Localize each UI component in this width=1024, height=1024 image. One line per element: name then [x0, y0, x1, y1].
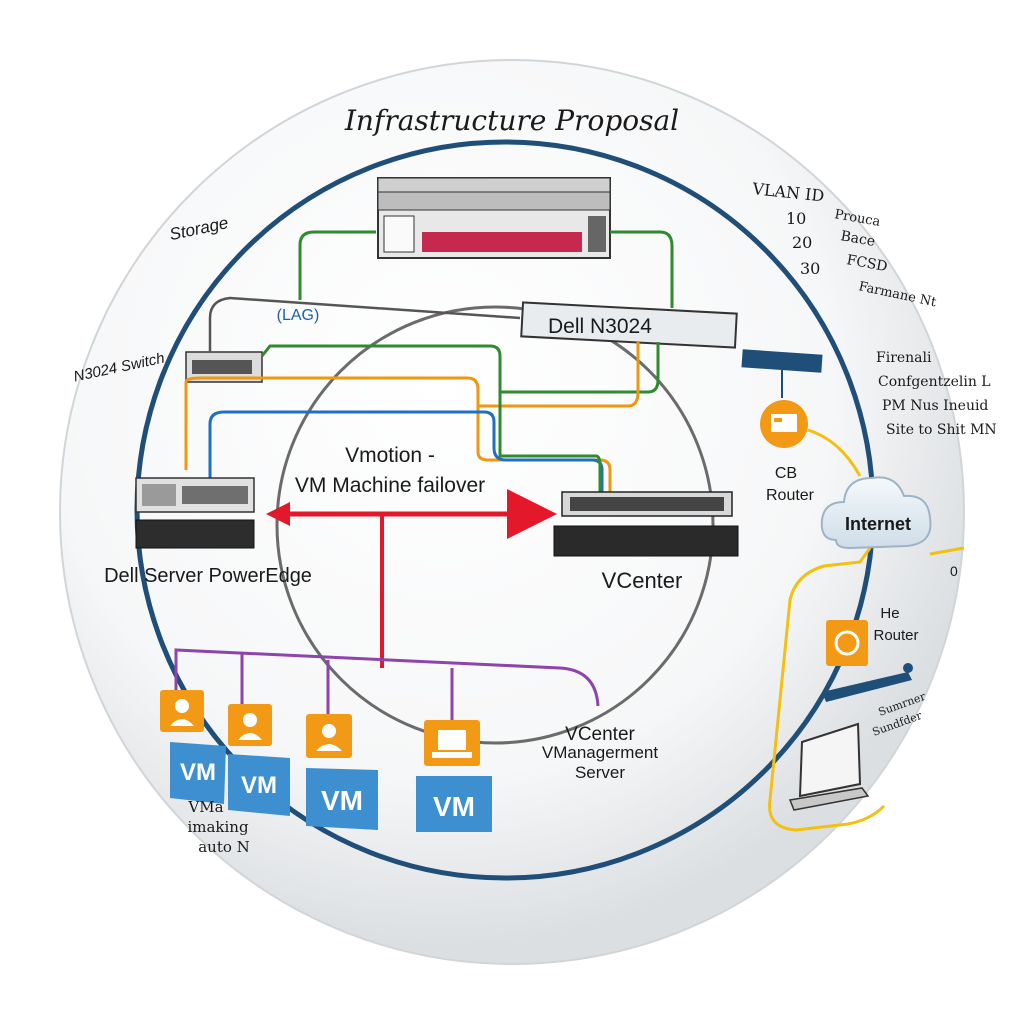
vmotion-arrow-right-head: [532, 502, 556, 526]
server-link-green: [498, 392, 602, 494]
cb-router: [760, 400, 808, 448]
vm-bus-purple: [174, 648, 600, 707]
internet-cloud: [820, 476, 932, 550]
vm-tile-2: VM: [228, 754, 290, 816]
firewall-note-4: Site to Shit MN: [886, 422, 997, 438]
dell-n3024-switch: [520, 301, 738, 349]
vma-label-line2: imaking: [187, 818, 249, 836]
lag-label: (LAG): [277, 307, 320, 324]
he-router-line1: He: [880, 605, 899, 622]
vm-tile-1: VM: [170, 742, 226, 804]
vlan-id-1: 10: [786, 209, 806, 228]
vma-label-line3: auto N: [198, 838, 250, 856]
storage-array: [377, 177, 611, 259]
vmotion-label-line1: Vmotion -: [345, 444, 435, 467]
vcenter-mgmt-line1: VCenter: [565, 724, 635, 745]
server-link-blue: [208, 410, 604, 494]
vm-tile-3: VM: [306, 768, 378, 830]
internet-loop-yellow: [768, 547, 886, 832]
vmotion-arrow-left-head: [266, 502, 290, 526]
storage-link-green: [298, 230, 376, 300]
he-router: [826, 620, 868, 666]
vcenter-mgmt-line3: Server: [575, 763, 625, 782]
vma-label-line1: VMa: [187, 798, 223, 816]
vlan-name-3: FCSD: [845, 252, 888, 275]
cb-internet-link: [807, 428, 862, 477]
vlan-name-2: Bace: [839, 228, 876, 250]
dell-server-poweredge: [135, 477, 255, 549]
lag-link-gray: [208, 296, 521, 352]
user-icon-1: [160, 690, 204, 732]
remote-link-node: [903, 663, 913, 673]
vmotion-label-line2: VM Machine failover: [295, 474, 485, 497]
firewall-bar: [741, 349, 823, 373]
firewall-note-1: Firenali: [876, 350, 932, 366]
vm-label-4: VM: [433, 791, 475, 822]
remote-link-bar: [822, 672, 912, 702]
he-router-line2: Router: [873, 627, 918, 644]
vlan-id-2: 20: [792, 233, 812, 252]
diagram-title: Infrastructure Proposal: [344, 104, 679, 137]
internet-label: Internet: [845, 514, 911, 534]
dell-server-label: Dell Server PowerEdge: [104, 565, 312, 587]
user-icon-3: [306, 714, 352, 758]
vlan-id-3: 30: [800, 259, 820, 278]
firewall-note-3: PM Nus Ineuid: [882, 398, 988, 414]
server-icon-4: [424, 720, 480, 766]
inner-cluster-ring: [275, 305, 715, 745]
user-icon-2: [228, 704, 272, 746]
switch-link-green: [260, 342, 660, 394]
laptop-icon: [788, 722, 870, 811]
vm-label-3: VM: [321, 785, 363, 816]
vm-label-1: VM: [180, 759, 216, 786]
vcenter-label: VCenter: [602, 568, 683, 593]
edge-fragment: 0: [950, 563, 958, 579]
internet-link-right: [929, 546, 965, 556]
cb-router-line2: Router: [766, 487, 815, 504]
vcenter-server: [553, 491, 739, 557]
vcenter-mgmt-line2: VManagerment: [542, 743, 659, 762]
vm-tile-4: VM: [416, 776, 492, 832]
vm-label-2: VM: [241, 772, 277, 799]
storage-link-green-right: [610, 230, 674, 308]
firewall-note-2: Confgentzelin L: [878, 374, 991, 390]
cb-router-line1: CB: [775, 465, 797, 482]
dell-n3024-label: Dell N3024: [548, 315, 652, 338]
